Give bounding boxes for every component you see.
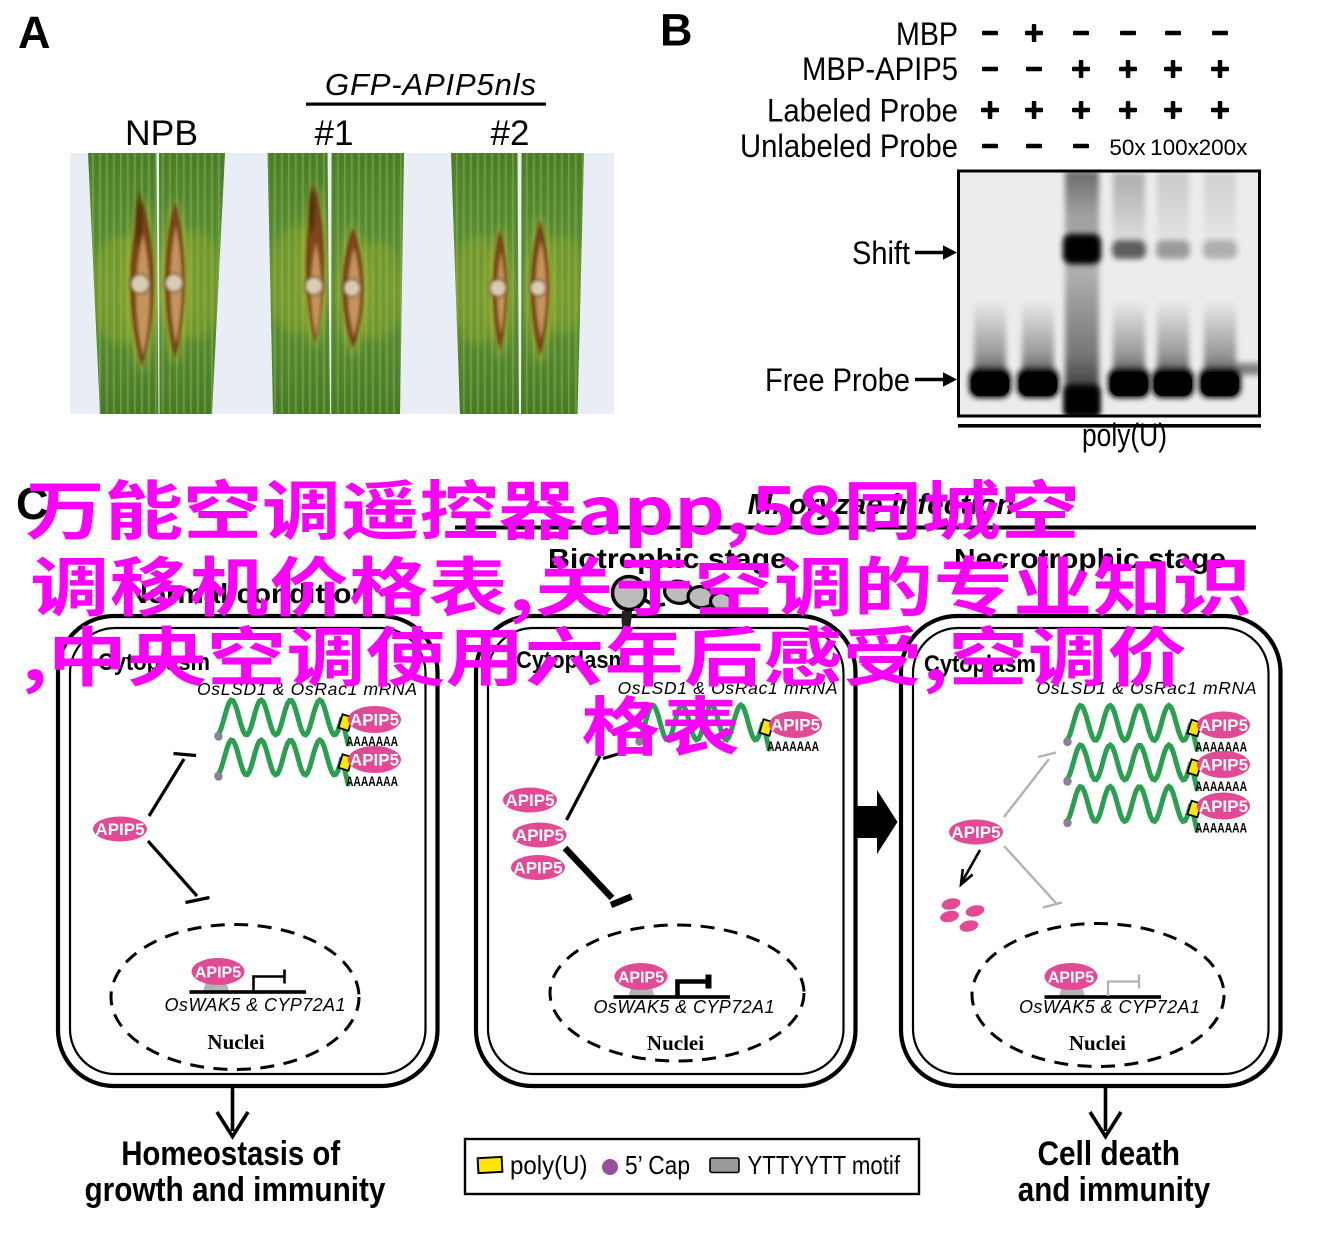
svg-text:B: B [660, 5, 693, 56]
svg-text:50x: 50x [1109, 135, 1146, 160]
svg-text:AAAAAAA: AAAAAAA [346, 774, 398, 789]
svg-text:OsWAK5 & CYP72A1: OsWAK5 & CYP72A1 [165, 995, 346, 1015]
svg-text:OsLSD1 & OsRac1 mRNA: OsLSD1 & OsRac1 mRNA [1037, 678, 1257, 698]
svg-text:Shift: Shift [852, 235, 910, 271]
svg-text:Cell death: Cell death [1037, 1135, 1180, 1173]
svg-text:AAAAAAA: AAAAAAA [767, 739, 819, 754]
svg-text:APIP5: APIP5 [1199, 797, 1248, 816]
svg-text:APIP5: APIP5 [505, 791, 554, 810]
svg-text:APIP5: APIP5 [1199, 716, 1248, 735]
svg-text:#1: #1 [315, 114, 354, 153]
svg-text:Homeostasis of: Homeostasis of [121, 1135, 341, 1173]
svg-text:APIP5: APIP5 [951, 823, 1000, 842]
svg-text:YTTYYTT motif: YTTYYTT motif [748, 1150, 901, 1180]
svg-text:APIP5: APIP5 [95, 820, 144, 839]
svg-text:Nuclei: Nuclei [647, 1031, 704, 1055]
svg-text:MBP-APIP5: MBP-APIP5 [802, 51, 958, 87]
svg-text:APIP5: APIP5 [771, 716, 820, 735]
svg-text:OsWAK5 & CYP72A1: OsWAK5 & CYP72A1 [594, 997, 775, 1017]
svg-text:APIP5: APIP5 [1048, 969, 1094, 986]
svg-text:GFP-APIP5nls: GFP-APIP5nls [325, 67, 536, 102]
svg-text:APIP5: APIP5 [195, 964, 241, 981]
svg-text:APIP5: APIP5 [618, 969, 664, 986]
svg-text:100x: 100x [1150, 135, 1200, 160]
svg-text:APIP5: APIP5 [1199, 756, 1248, 775]
svg-text:OsWAK5 & CYP72A1: OsWAK5 & CYP72A1 [1019, 997, 1200, 1017]
svg-text:MBP: MBP [896, 16, 958, 52]
svg-text:AAAAAAA: AAAAAAA [1195, 779, 1247, 794]
svg-text:Labeled Probe: Labeled Probe [767, 93, 958, 129]
svg-text:NPB: NPB [125, 114, 198, 153]
svg-text:APIP5: APIP5 [515, 826, 564, 845]
svg-text:Nuclei: Nuclei [207, 1030, 264, 1054]
svg-text:200x: 200x [1199, 135, 1249, 160]
svg-text:poly(U): poly(U) [1082, 417, 1167, 453]
svg-text:poly(U): poly(U) [510, 1150, 588, 1180]
svg-text:AAAAAAA: AAAAAAA [1195, 740, 1247, 755]
svg-text:growth and immunity: growth and immunity [85, 1171, 386, 1209]
svg-text:5’ Cap: 5’ Cap [625, 1150, 690, 1180]
svg-text:AAAAAAA: AAAAAAA [1195, 821, 1247, 836]
svg-text:Free Probe: Free Probe [765, 362, 910, 398]
svg-text:OsLSD1 & OsRac1 mRNA: OsLSD1 & OsRac1 mRNA [618, 678, 838, 698]
svg-text:Nuclei: Nuclei [1069, 1031, 1126, 1055]
svg-text:and immunity: and immunity [1018, 1171, 1211, 1209]
svg-text:Unlabeled Probe: Unlabeled Probe [740, 128, 958, 164]
svg-text:APIP5: APIP5 [350, 751, 399, 770]
svg-text:AAAAAAA: AAAAAAA [346, 734, 398, 749]
svg-text:APIP5: APIP5 [513, 859, 562, 878]
svg-text:APIP5: APIP5 [350, 711, 399, 730]
svg-text:#2: #2 [491, 114, 530, 153]
svg-text:A: A [18, 7, 51, 58]
